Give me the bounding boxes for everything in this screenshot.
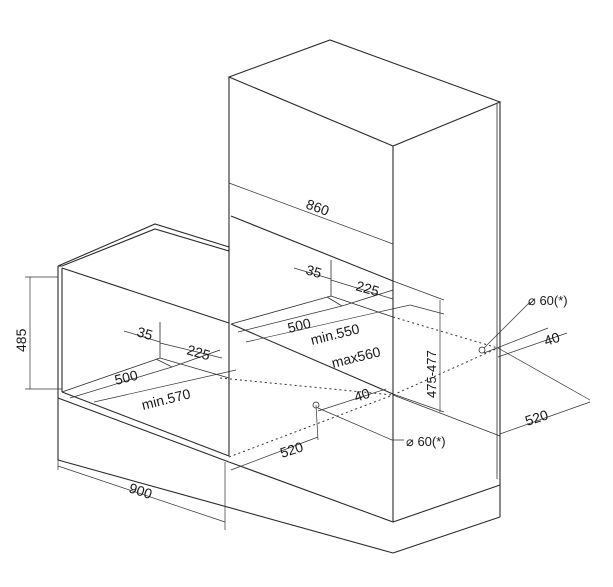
dim-ext-low-520: [315, 404, 319, 441]
dim-line-low-40: [317, 388, 387, 412]
base-side-bottom: [392, 516, 501, 554]
dim-line-tall-40: [483, 327, 549, 354]
label-low-hole: ⌀ 60(*): [406, 434, 446, 449]
label-low-hole-offset: 40: [352, 385, 372, 405]
dotted-floor-low: [219, 377, 394, 396]
base-front-bottom: [57, 459, 394, 554]
label-tall-hole: ⌀ 60(*): [528, 293, 568, 308]
dim-ext-side-520-a: [392, 394, 501, 437]
dim-ext-475-top: [392, 280, 445, 301]
tall-cabinet: [227, 39, 502, 522]
label-tall-inset-225: 225: [354, 278, 381, 300]
dim-line-tall-500: [237, 305, 343, 333]
label-low-inset-35: 35: [135, 324, 155, 344]
base-front-top: [228, 461, 394, 523]
dim-line-side-520: [499, 401, 591, 435]
low-niche-top-edge: [61, 267, 230, 324]
dim-line-low-500: [69, 366, 173, 399]
dim-line-860: [228, 182, 394, 245]
low-niche-bottom-edge: [61, 391, 230, 457]
label-tall-inset-35: 35: [304, 262, 324, 282]
dim-ext-tall-min: [409, 304, 445, 315]
label-tall-depth-500: 500: [286, 315, 313, 336]
dim-ext-tall-40: [497, 332, 568, 358]
low-plinth-top-edge: [57, 397, 230, 463]
tall-niche-top-edge: [230, 215, 394, 282]
low-cabinet-top: [57, 223, 230, 267]
label-tall-depth-max: max560: [330, 343, 382, 371]
leader-tall-hole: [483, 301, 531, 349]
label-tall-depth-min: min.550: [309, 320, 361, 348]
label-low-hole-depth: 520: [278, 438, 305, 461]
dim-line-tall-35: [293, 267, 332, 280]
base: [57, 459, 501, 554]
label-low-height: 485: [13, 328, 29, 352]
label-tall-hole-offset: 40: [542, 329, 562, 349]
label-low-inset-225: 225: [185, 342, 212, 364]
dotted-floor-side: [392, 347, 499, 396]
dim-line-tall-225: [330, 279, 394, 300]
tall-niche-bottom-edge: [230, 323, 394, 395]
low-cabinet: [57, 223, 230, 463]
dim-ext-side-520-b: [497, 347, 591, 401]
base-side-top: [392, 484, 501, 523]
dim-line-low-min: [93, 369, 237, 403]
dim-line-900: [57, 465, 226, 523]
dimension-lines: [25, 182, 591, 530]
dim-line-low-520: [230, 436, 319, 471]
tall-hole-marker: [478, 346, 486, 354]
dimension-labels: 860 35 225 500 min.550 max560 475-477 ⌀ …: [13, 196, 568, 502]
leader-low-hole: [317, 407, 404, 441]
dim-line-tall-min: [245, 304, 411, 343]
dotted-floor-front: [228, 394, 394, 458]
dim-line-low-35: [123, 330, 161, 343]
dim-ext-475-bottom: [392, 393, 445, 413]
tall-cabinet-top: [227, 39, 502, 147]
dim-line-low-225: [159, 342, 223, 359]
tall-niche-shelf: [230, 295, 394, 325]
label-low-depth-min: min.570: [140, 385, 192, 413]
dotted-floor-tall: [392, 316, 499, 349]
label-low-depth-500: 500: [113, 367, 140, 388]
label-low-width: 900: [127, 480, 154, 503]
label-tall-width: 860: [304, 196, 332, 219]
label-tall-height-range: 475-477: [424, 350, 439, 398]
label-tall-side-depth: 520: [523, 406, 550, 429]
